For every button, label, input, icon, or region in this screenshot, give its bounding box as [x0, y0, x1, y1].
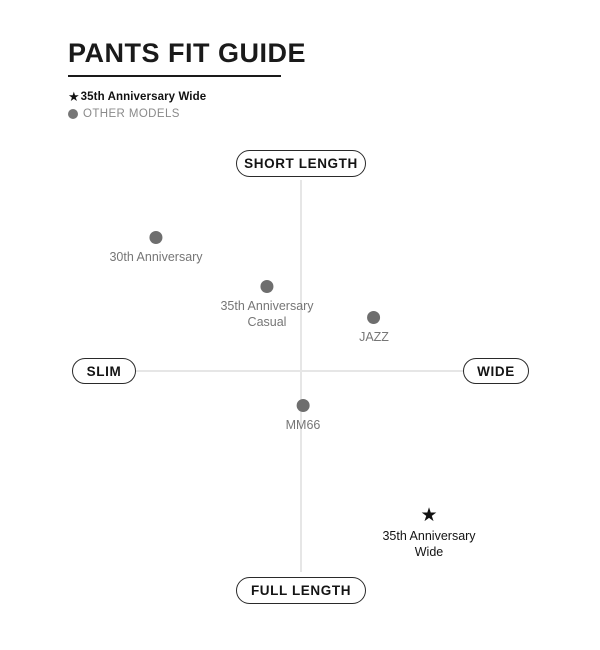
circle-icon — [260, 280, 274, 293]
legend-item-label: 35th Anniversary Wide — [80, 90, 207, 103]
circle-icon — [296, 399, 310, 412]
data-point-label: 35th Anniversary Casual — [220, 299, 314, 329]
circle-icon — [367, 311, 381, 324]
data-point-label: MM66 — [285, 418, 321, 432]
circle-icon — [149, 231, 163, 244]
chart-legend: ★ 35th Anniversary Wide OTHER MODELS — [68, 89, 206, 123]
data-point: JAZZ — [359, 311, 389, 345]
data-point: MM66 — [285, 399, 321, 433]
vertical-axis-line — [300, 180, 302, 572]
legend-item-label: OTHER MODELS — [83, 107, 180, 120]
data-point: 30th Anniversary — [109, 231, 203, 265]
horizontal-axis-line — [136, 370, 464, 372]
axis-label-wide: WIDE — [463, 358, 529, 384]
axis-label-full-length: FULL LENGTH — [236, 577, 366, 604]
star-icon: ★ — [420, 505, 438, 526]
star-icon: ★ — [68, 89, 80, 104]
data-point-highlight: ★ 35th Anniversary Wide — [382, 505, 476, 560]
data-point-label: JAZZ — [359, 330, 389, 344]
data-point-label: 35th Anniversary Wide — [382, 529, 476, 559]
page-title: PANTS FIT GUIDE — [68, 38, 307, 68]
legend-item-star: ★ 35th Anniversary Wide — [68, 89, 206, 104]
title-underline-divider — [68, 75, 281, 77]
circle-icon — [68, 108, 78, 119]
axis-label-short-length: SHORT LENGTH — [236, 150, 366, 177]
data-point-label: 30th Anniversary — [109, 250, 203, 264]
legend-item-dot: OTHER MODELS — [68, 106, 206, 121]
axis-label-slim: SLIM — [72, 358, 136, 384]
data-point: 35th Anniversary Casual — [220, 280, 314, 330]
